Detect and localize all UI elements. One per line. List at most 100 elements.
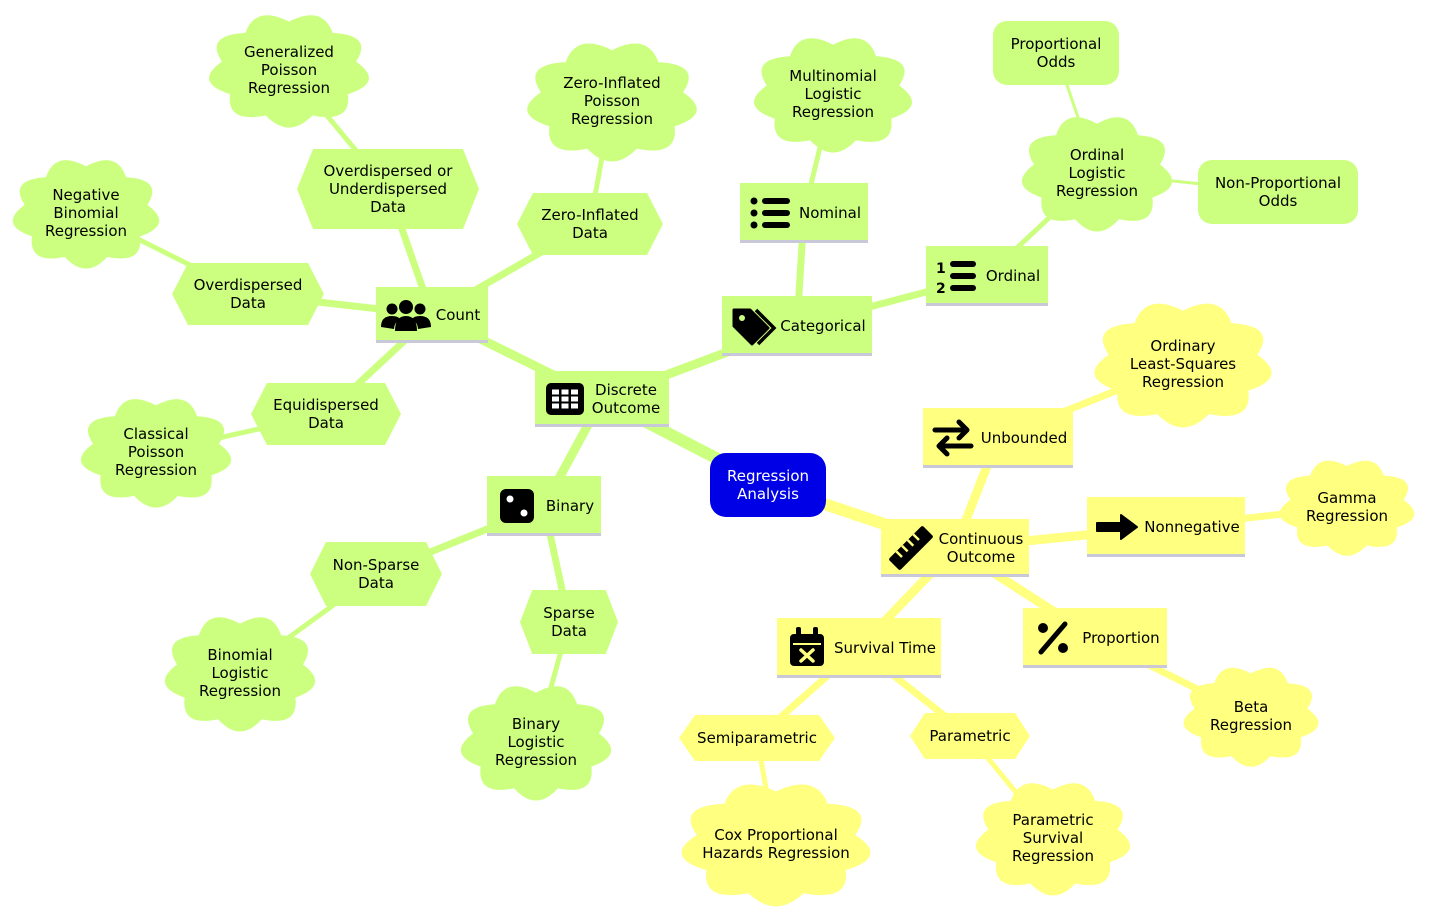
- node-gpr-label-line: Generalized: [244, 43, 334, 61]
- node-ov-label-line: Data: [230, 294, 266, 312]
- node-surv-label: Survival Time: [834, 639, 936, 657]
- node-ordn-label: Ordinal: [986, 267, 1040, 285]
- node-count-shape: [376, 287, 488, 343]
- node-zi-label-line: Data: [572, 224, 608, 242]
- node-nom-shape: [740, 183, 868, 243]
- node-blr-shape: [164, 617, 316, 732]
- percent-icon: [1038, 621, 1068, 655]
- node-nom: Nominal: [740, 183, 868, 243]
- node-psr-label-line: Survival: [1023, 829, 1083, 847]
- node-prop-label-line: Proportion: [1082, 629, 1159, 647]
- arrows-exchange-icon: [932, 419, 974, 457]
- node-mlr-label-line: Regression: [792, 103, 874, 121]
- node-zi-shape: [517, 193, 663, 255]
- node-eq-shape: [251, 383, 401, 445]
- node-bin-label-line: Binary: [546, 497, 594, 515]
- list-icon: [750, 197, 790, 229]
- node-beta-shape: [1183, 667, 1319, 767]
- node-surv-label-line: Survival Time: [834, 639, 936, 657]
- node-ns-shape: [310, 542, 442, 606]
- node-bilr-label-line: Logistic: [507, 733, 564, 751]
- node-count: Count: [376, 287, 488, 343]
- node-gam-shape: [1279, 460, 1415, 556]
- node-blr-label-line: Logistic: [211, 664, 268, 682]
- node-discrete-label-line: Outcome: [592, 399, 660, 417]
- node-olr-shape: [1021, 117, 1173, 232]
- node-gam-label-line: Gamma: [1317, 489, 1376, 507]
- node-surv-underline: [777, 675, 941, 678]
- node-npo-label-line: Non-Proportional: [1215, 174, 1341, 192]
- node-cont-underline: [881, 574, 1029, 577]
- node-ns-label-line: Data: [358, 574, 394, 592]
- node-discrete-label-line: Discrete: [595, 381, 657, 399]
- node-olr-label-line: Regression: [1056, 182, 1138, 200]
- node-semi: Semiparametric: [679, 715, 835, 761]
- node-semi-label-line: Semiparametric: [697, 729, 817, 747]
- node-ov-shape: [172, 263, 324, 325]
- node-prop-shape: [1023, 608, 1167, 668]
- node-count-label: Count: [436, 306, 481, 324]
- ruler-icon: [889, 526, 933, 570]
- node-root-shape: [710, 453, 826, 517]
- node-unb-underline: [923, 465, 1073, 468]
- node-nbr-label-line: Binomial: [53, 204, 118, 222]
- node-olr-label-line: Logistic: [1068, 164, 1125, 182]
- tags-icon: [732, 308, 777, 346]
- node-cat: Categorical: [722, 296, 872, 356]
- node-par-label: Parametric: [929, 727, 1010, 745]
- node-sp-label-line: Sparse: [543, 604, 594, 622]
- node-gpr-label-line: Regression: [248, 79, 330, 97]
- node-par-shape: [910, 713, 1030, 759]
- node-eq-label-line: Data: [308, 414, 344, 432]
- node-blr-label-line: Binomial: [207, 646, 272, 664]
- node-ols-shape: [1094, 303, 1272, 428]
- node-ordn-label-line: Ordinal: [986, 267, 1040, 285]
- node-cox-label-line: Cox Proportional: [714, 826, 838, 844]
- node-ns-label-line: Non-Sparse: [333, 556, 420, 574]
- node-ovud-label-line: Overdispersed or: [324, 162, 454, 180]
- node-psr-label-line: Regression: [1012, 847, 1094, 865]
- node-blr-label-line: Regression: [199, 682, 281, 700]
- node-root-label-line: Regression: [727, 467, 809, 485]
- node-prop-label: Proportion: [1082, 629, 1159, 647]
- node-cox-label-line: Hazards Regression: [702, 844, 850, 862]
- node-olr-label-line: Ordinal: [1070, 146, 1124, 164]
- grid-icon: [546, 383, 584, 415]
- node-nom-label-line: Nominal: [799, 204, 861, 222]
- node-bin-label: Binary: [546, 497, 594, 515]
- node-beta-label-line: Regression: [1210, 716, 1292, 734]
- node-cont-label-line: Outcome: [947, 548, 1015, 566]
- node-zi-label-line: Zero-Inflated: [541, 206, 638, 224]
- node-unb: Unbounded: [923, 408, 1073, 468]
- node-psr-shape: [975, 783, 1131, 896]
- node-cpr-label-line: Poisson: [128, 443, 184, 461]
- dice-icon: [500, 489, 534, 523]
- node-nonneg: Nonnegative: [1087, 497, 1245, 557]
- node-cpr-label-line: Regression: [115, 461, 197, 479]
- node-npo-shape: [1198, 160, 1358, 224]
- node-nonneg-label-line: Nonnegative: [1144, 518, 1240, 536]
- node-prop-underline: [1023, 665, 1167, 668]
- node-mlr-shape: [754, 38, 912, 153]
